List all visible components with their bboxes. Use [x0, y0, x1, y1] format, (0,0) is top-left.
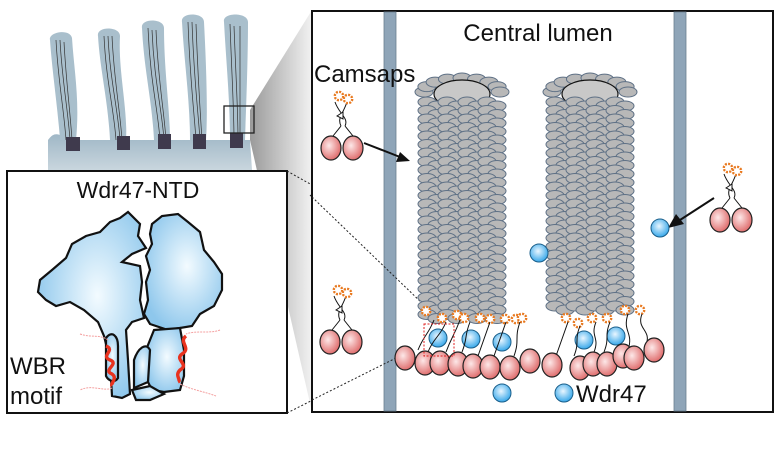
- camsap-ball: [342, 135, 364, 161]
- camsap-ball: [623, 345, 645, 371]
- bound-wdr47: [492, 332, 512, 352]
- camsap-gear: [619, 304, 631, 316]
- camsap-gear: [332, 284, 344, 296]
- camsap-ball: [320, 135, 342, 161]
- camsap-gear: [436, 312, 448, 324]
- camsap-gear: [342, 93, 354, 105]
- basal-bodies: [66, 133, 243, 151]
- camsap-ball: [643, 337, 665, 363]
- camsap-gear: [634, 304, 646, 316]
- camsap-gear: [586, 312, 598, 324]
- camsap-ball: [429, 350, 451, 376]
- camsap-ball: [319, 329, 341, 355]
- membrane-right: [673, 11, 687, 412]
- camsap-gear: [484, 313, 496, 325]
- camsap-linker: [513, 321, 521, 357]
- camsap-gear: [474, 312, 486, 324]
- cilia-cell-illustration: [48, 14, 255, 170]
- inset-link-line-top: [286, 170, 313, 186]
- camsap-molecule: [709, 162, 753, 233]
- camsap-ball: [541, 352, 563, 378]
- camsap-molecule: [319, 284, 363, 355]
- camsap-linker: [461, 321, 471, 353]
- wbr-label: WBR: [10, 353, 66, 380]
- tubulin-subunit: [490, 86, 510, 98]
- camsap-ball: [519, 348, 541, 374]
- camsap-linker: [603, 321, 611, 353]
- camsap-gear: [516, 312, 528, 324]
- zoom-region-box: [223, 105, 255, 134]
- camsap-ball: [499, 355, 521, 381]
- membrane-left: [383, 11, 397, 412]
- free-wdr47-3: [554, 383, 574, 403]
- microtubule-left: [414, 72, 510, 324]
- inset-title: Wdr47-NTD: [77, 177, 200, 203]
- camsap-gear: [601, 312, 613, 324]
- wdr47-label: Wdr47: [576, 381, 647, 408]
- tubulin-subunit: [618, 86, 638, 98]
- camsap-molecule: [320, 90, 364, 161]
- camsap-linker: [593, 321, 597, 353]
- wbr-motif-helices: [79, 329, 221, 397]
- camsap-ball: [341, 329, 363, 355]
- camsap-linker: [427, 321, 447, 353]
- arrow-camsap-to-wdr47: [668, 197, 715, 228]
- camsap-linker: [555, 321, 569, 357]
- camsap-gear: [420, 305, 432, 317]
- microtubule-right: [542, 72, 638, 316]
- camsap-ball: [731, 207, 753, 233]
- free-wdr47-1: [529, 243, 549, 263]
- camsap-linker: [417, 319, 435, 351]
- free-wdr47-2: [492, 383, 512, 403]
- camsap-gear: [560, 312, 572, 324]
- bound-camsap-wdr47-complexes: [394, 304, 665, 381]
- camsap-gear: [458, 312, 470, 324]
- arrow-camsap-to-mt: [363, 142, 410, 162]
- bound-wdr47: [606, 326, 626, 346]
- camsaps-label: Camsaps: [314, 61, 415, 88]
- camsap-ball: [479, 354, 501, 380]
- camsap-gear: [341, 287, 353, 299]
- camsap-gear: [333, 90, 345, 102]
- camsap-gear: [722, 162, 734, 174]
- motif-label: motif: [10, 383, 62, 410]
- camsap-gear: [572, 317, 584, 329]
- camsap-ball: [709, 207, 731, 233]
- camsap-gear: [499, 313, 511, 325]
- camsap-linker: [445, 319, 461, 353]
- camsap-linker: [477, 321, 491, 357]
- free-wdr47-4: [650, 218, 670, 238]
- highlight-box: [423, 323, 455, 357]
- free-camsaps: [319, 90, 753, 355]
- camsap-gear: [731, 165, 743, 177]
- central-lumen-label: Central lumen: [463, 20, 612, 47]
- camsap-linker: [573, 325, 581, 357]
- camsap-ball: [394, 345, 416, 371]
- camsap-linker: [493, 321, 507, 357]
